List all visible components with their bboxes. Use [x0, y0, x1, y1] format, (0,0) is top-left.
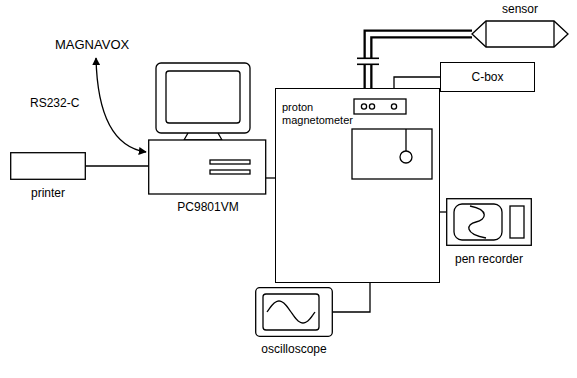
- serial-link-arrow: [96, 58, 146, 152]
- terminal-panel: [354, 99, 406, 114]
- control-knob: [400, 151, 412, 163]
- drive-slot: [210, 160, 250, 164]
- device-box: proton magnetometer: [275, 88, 440, 283]
- signal-wire: [332, 283, 370, 312]
- device-box: C-box: [440, 62, 535, 92]
- drive-slot: [210, 170, 250, 174]
- signal-wire: [85, 165, 148, 166]
- interface-label: RS232-C: [30, 96, 79, 110]
- device-drawing: [148, 62, 268, 196]
- device-label: MAGNAVOX: [55, 38, 129, 52]
- capacitor-plate: [357, 57, 379, 59]
- pc-base: [149, 140, 266, 194]
- sensor-seam: [553, 21, 554, 47]
- device-drawing: [255, 287, 333, 337]
- chart-paper: [454, 204, 502, 240]
- signal-wire: [266, 177, 275, 178]
- device-name: C-box: [471, 70, 503, 84]
- scope-screen: [263, 294, 319, 330]
- device-figure: pen recorder: [446, 198, 532, 266]
- device-name: printer: [10, 186, 86, 200]
- monitor-screen: [166, 71, 240, 123]
- printer-body: [11, 153, 86, 180]
- device-name: oscilloscope: [255, 342, 333, 356]
- device-name: proton magnetometer: [282, 101, 352, 127]
- device-figure: PC9801VM: [148, 62, 268, 214]
- capacitor-gap: [361, 58, 375, 64]
- signal-wire: [440, 211, 447, 212]
- sine-trace: [267, 301, 315, 323]
- device-name: PC9801VM: [148, 200, 268, 214]
- device-figure: printer: [10, 152, 86, 200]
- device-figure: sensor: [470, 2, 570, 16]
- device-figure: oscilloscope: [255, 287, 333, 356]
- capacitor-plate: [357, 64, 379, 66]
- scope-body: [256, 288, 333, 337]
- recorder-panel: [510, 206, 524, 238]
- terminal-pin: [391, 104, 396, 109]
- device-drawing: [446, 198, 532, 246]
- monitor-stand: [184, 133, 222, 140]
- sensor-seam: [485, 21, 486, 47]
- device-drawing: [470, 19, 570, 49]
- device-name: sensor: [470, 2, 570, 16]
- sensor-body: [472, 21, 568, 47]
- device-name: pen recorder: [446, 252, 532, 266]
- device-drawing: [10, 152, 86, 180]
- monitor-case: [156, 63, 250, 133]
- terminal-pin: [361, 104, 366, 109]
- display-panel: [352, 129, 432, 179]
- terminal-pin: [369, 104, 374, 109]
- knob-lead: [405, 129, 406, 151]
- pen-trace: [469, 206, 486, 238]
- recorder-body: [447, 199, 532, 246]
